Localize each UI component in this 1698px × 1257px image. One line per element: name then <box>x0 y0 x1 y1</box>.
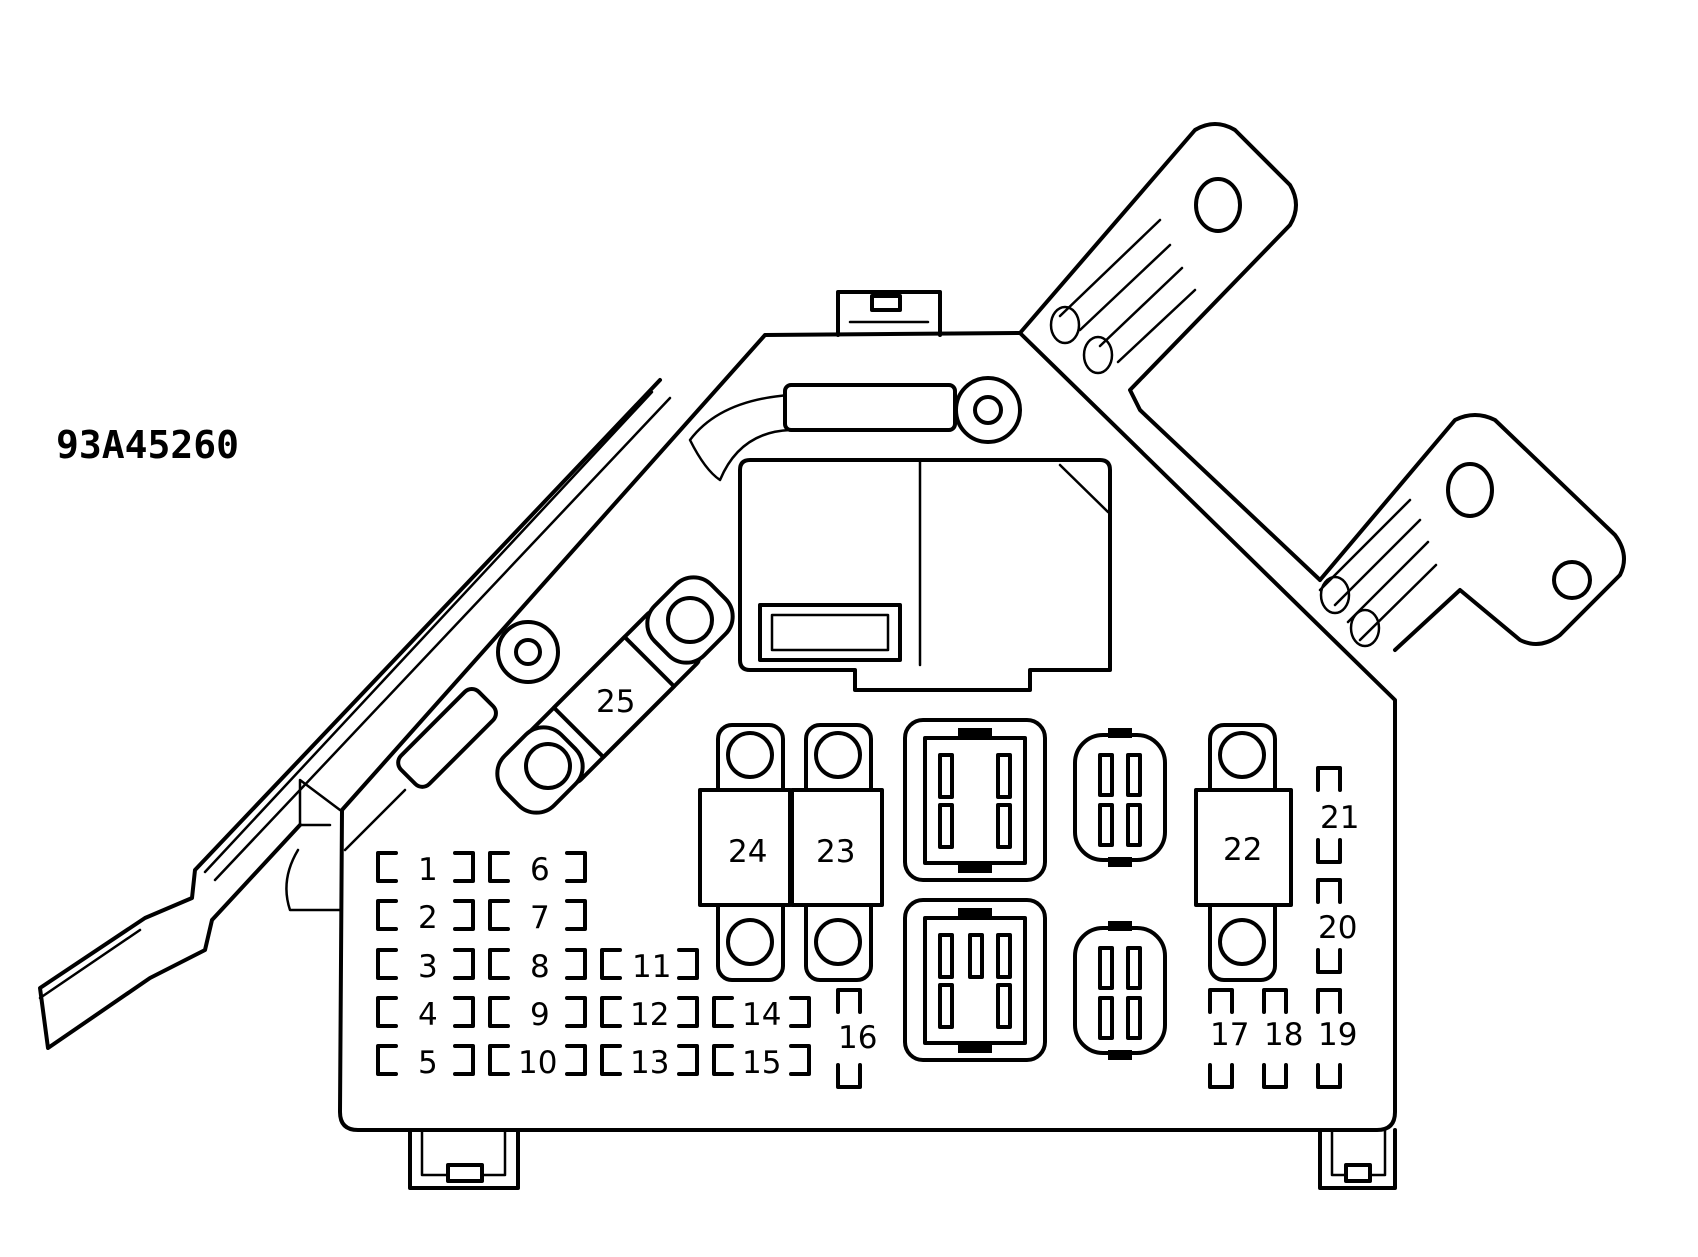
fuse-label-20: 20 <box>1318 910 1357 946</box>
fuse-slot-bracket <box>712 1044 734 1076</box>
fuse-slot-bracket <box>789 1044 811 1076</box>
fuse-22-assembly <box>1194 723 1293 982</box>
fuse-label-11: 11 <box>632 949 671 985</box>
fuse-label-1: 1 <box>418 852 438 888</box>
ground-cable-terminal <box>343 620 560 852</box>
diagram-code: 93A45260 <box>56 423 239 467</box>
fuse-slot-bracket <box>453 948 475 980</box>
fuse-slot-bracket <box>453 996 475 1028</box>
fuse-slot-bracket <box>1316 838 1342 864</box>
fuse-label-10: 10 <box>518 1045 557 1081</box>
fuse-slot-bracket <box>836 988 862 1014</box>
left-mounting-bracket <box>38 378 672 1050</box>
fuse-label-6: 6 <box>530 852 550 888</box>
fuse-label-23: 23 <box>816 834 855 870</box>
fuse-slot-bracket <box>488 996 510 1028</box>
fuse-slot-bracket <box>376 851 398 883</box>
fuse-slot-bracket <box>600 948 622 980</box>
small-relay-lower <box>1073 921 1167 1060</box>
fuse-label-17: 17 <box>1210 1017 1249 1053</box>
fuse-slot-bracket <box>1316 988 1342 1014</box>
fuse-24-assembly <box>698 723 792 982</box>
fuse-slot-bracket <box>1316 1063 1342 1089</box>
fuse-slot-bracket <box>677 996 699 1028</box>
fuse-slot-bracket <box>376 1044 398 1076</box>
upper-mounting-tab <box>1018 122 1322 582</box>
fuse-label-8: 8 <box>530 949 550 985</box>
fuse-label-4: 4 <box>418 997 438 1033</box>
vertical-fuse-slots <box>836 766 1342 1089</box>
relay-upper <box>903 718 1047 882</box>
fuse-slot-bracket <box>453 899 475 931</box>
fuse-label-5: 5 <box>418 1045 438 1081</box>
lower-mounting-tab <box>1318 413 1626 652</box>
fuse-slot-bracket <box>1262 988 1288 1014</box>
fuse-slot-bracket <box>488 1044 510 1076</box>
fuse-slot-bracket <box>600 1044 622 1076</box>
fuse-label-7: 7 <box>530 900 550 936</box>
fuse-slot-bracket <box>453 851 475 883</box>
fuse-slot-bracket <box>789 996 811 1028</box>
fuse-slot-bracket <box>488 948 510 980</box>
fuse-label-9: 9 <box>530 997 550 1033</box>
mounting-clip-top <box>836 290 942 337</box>
fuse-slot-bracket <box>1208 988 1234 1014</box>
mounting-clip-bottom-left <box>408 1128 520 1190</box>
fuse-label-22: 22 <box>1223 832 1262 868</box>
fuse-slot-bracket <box>1316 948 1342 974</box>
fuse-label-13: 13 <box>630 1045 669 1081</box>
fuse-slot-bracket <box>565 1044 587 1076</box>
fuse-slot-bracket <box>1262 1063 1288 1089</box>
fuse-label-25: 25 <box>596 684 635 720</box>
fuse-label-2: 2 <box>418 900 438 936</box>
fuse-slot-bracket <box>712 996 734 1028</box>
fuse-23-assembly <box>790 723 884 982</box>
fuse-slot-bracket <box>836 1063 862 1089</box>
fuse-label-18: 18 <box>1264 1017 1303 1053</box>
fuse-label-3: 3 <box>418 949 438 985</box>
fuse-slot-bracket <box>1208 1063 1234 1089</box>
fuse-slot-bracket <box>376 996 398 1028</box>
fuse-slot-bracket <box>376 948 398 980</box>
fuse-slot-bracket <box>488 851 510 883</box>
fuse-label-15: 15 <box>742 1045 781 1081</box>
fuse-box-housing <box>285 290 1397 1190</box>
main-relay-block <box>738 458 1112 692</box>
fuse-label-14: 14 <box>742 997 781 1033</box>
fuse-slot-bracket <box>677 948 699 980</box>
fuse-label-19: 19 <box>1318 1017 1357 1053</box>
fuse-slot-bracket <box>565 899 587 931</box>
fuse-label-24: 24 <box>728 834 767 870</box>
fuse-label-16: 16 <box>838 1020 877 1056</box>
fuse-slot-bracket <box>565 851 587 883</box>
fuse-slot-bracket <box>453 1044 475 1076</box>
fuse-slot-bracket <box>376 899 398 931</box>
mounting-clip-bottom-right <box>1318 1128 1397 1190</box>
fuse-label-12: 12 <box>630 997 669 1033</box>
fuse-slot-bracket <box>565 996 587 1028</box>
small-relay-upper <box>1073 728 1167 867</box>
battery-cable-terminal <box>688 376 1022 482</box>
fuse-slot-bracket <box>600 996 622 1028</box>
fuse-slot-bracket <box>565 948 587 980</box>
mini-fuse-slots <box>376 851 811 1076</box>
fuse-slot-bracket <box>1316 766 1342 792</box>
fuse-label-21: 21 <box>1320 800 1359 836</box>
fuse-slot-bracket <box>1316 878 1342 904</box>
fuse-slot-bracket <box>677 1044 699 1076</box>
fuse-25-assembly <box>495 575 735 815</box>
relay-lower <box>903 898 1047 1062</box>
fuse-slot-bracket <box>488 899 510 931</box>
